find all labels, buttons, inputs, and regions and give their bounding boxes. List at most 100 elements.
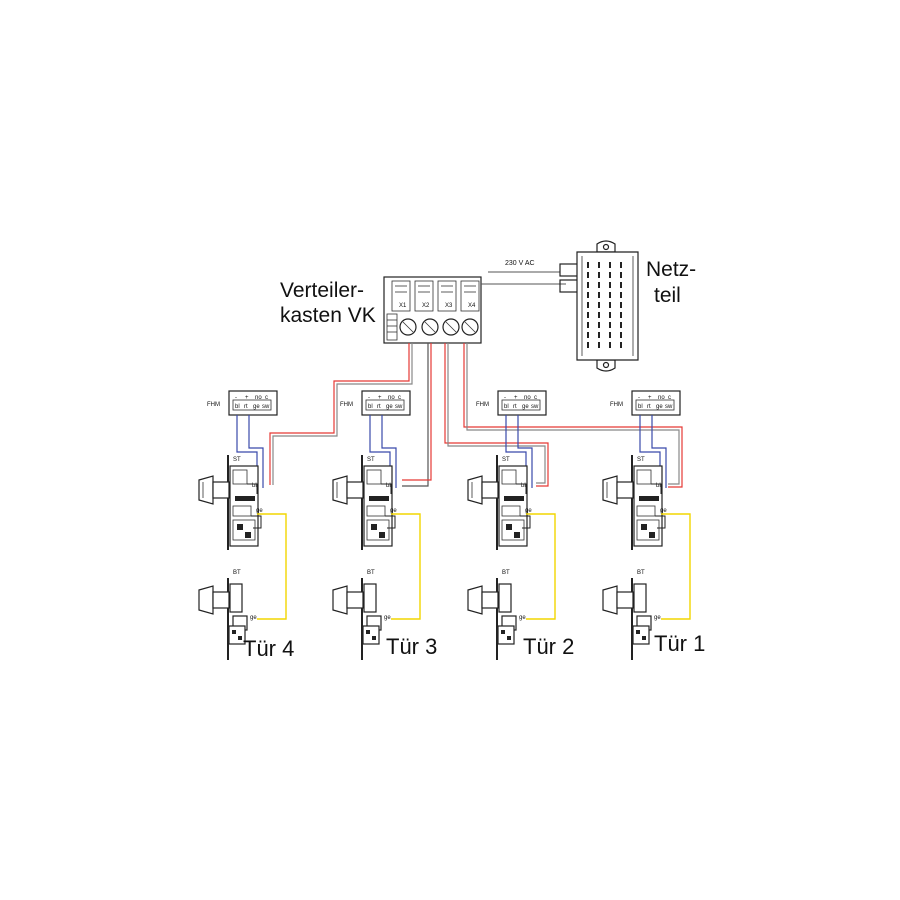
fhm-terminal-block	[501, 399, 541, 411]
fhm-terminal-bottom: rt	[513, 404, 517, 410]
fhm-terminal-top: +	[514, 395, 518, 401]
vk-slot-label: X4	[468, 303, 476, 309]
fhm-terminal-top: c	[534, 395, 537, 401]
vent-slot	[598, 272, 600, 278]
vent-slot	[609, 262, 611, 268]
door-label: Tür 2	[523, 634, 574, 659]
yellow-wire	[526, 513, 556, 620]
vent-slot	[598, 312, 600, 318]
st-wire-ge-label: ge	[390, 508, 397, 514]
knob-neck	[212, 591, 230, 609]
vent-slot	[609, 312, 611, 318]
fhm-terminal-bottom: ge	[522, 404, 529, 410]
fhm-terminal-bottom: ge	[656, 404, 663, 410]
vent-slot	[587, 272, 589, 278]
vent-slot	[609, 332, 611, 338]
bt-wire-ge-label: ge	[384, 615, 391, 621]
lock-mech	[636, 505, 656, 517]
lock-pin	[514, 532, 520, 538]
blue-wire	[369, 415, 391, 478]
black-wire	[385, 515, 396, 529]
fhm-terminal-bottom: rt	[377, 404, 381, 410]
strike-plate	[497, 625, 515, 645]
strike-pin	[366, 630, 370, 634]
lock-mech	[232, 505, 252, 517]
connector-strip	[504, 496, 524, 501]
fhm-terminal-bottom: sw	[665, 404, 673, 410]
knob-icon	[332, 585, 348, 615]
lock-mech-lower	[636, 519, 660, 541]
st-label: ST	[367, 457, 375, 463]
vent-slot	[598, 282, 600, 288]
vent-slot	[587, 342, 589, 348]
knob-neck	[481, 481, 499, 499]
fhm-terminal-top: +	[245, 395, 249, 401]
strike-pin	[636, 630, 640, 634]
distributor-label-line1: Verteiler-	[280, 279, 364, 302]
vent-slot	[587, 282, 589, 288]
strike-pin	[232, 630, 236, 634]
vent-slot	[587, 312, 589, 318]
vk-slot-label: X1	[399, 303, 407, 309]
knob-icon	[467, 585, 483, 615]
fhm-terminal-top: -	[368, 395, 370, 401]
strike-pin	[238, 636, 242, 640]
psu-label-line1: Netz-	[646, 258, 696, 281]
vent-slot	[620, 302, 622, 308]
yellow-wire	[661, 513, 691, 620]
vent-slot	[598, 302, 600, 308]
latch-body	[229, 583, 243, 613]
sensor-box	[366, 469, 382, 485]
vent-slot	[620, 272, 622, 278]
fhm-label: FHM	[476, 402, 489, 408]
black-wire	[520, 515, 531, 529]
lock-mech-lower	[366, 519, 390, 541]
blue-wire	[651, 415, 667, 488]
latch-body	[363, 583, 377, 613]
blue-wire	[248, 415, 264, 488]
strike-plate	[362, 625, 380, 645]
fhm-terminal-top: -	[638, 395, 640, 401]
fhm-terminal-top: no	[658, 395, 665, 401]
lock-pin	[379, 532, 385, 538]
knob-icon	[332, 475, 348, 505]
vent-slot	[598, 342, 600, 348]
vent-slot	[620, 282, 622, 288]
knob-icon	[198, 585, 214, 615]
fhm-terminal-top: no	[255, 395, 262, 401]
fhm-terminal-top: c	[398, 395, 401, 401]
strike-pin	[507, 636, 511, 640]
lock-pin	[506, 524, 512, 530]
vent-slot	[620, 332, 622, 338]
knob-icon	[467, 475, 483, 505]
strike-pin	[642, 636, 646, 640]
fhm-terminal-block	[232, 399, 272, 411]
fhm-terminal-top: no	[524, 395, 531, 401]
fhm-terminal-block	[365, 399, 405, 411]
lock-pin	[237, 524, 243, 530]
vent-slot	[587, 322, 589, 328]
fhm-terminal-bottom: rt	[647, 404, 651, 410]
blue-wire	[639, 415, 661, 478]
black-wire	[381, 483, 392, 494]
latch-body	[498, 583, 512, 613]
fhm-box	[228, 390, 278, 416]
vent-slot	[620, 322, 622, 328]
vent-slot	[598, 332, 600, 338]
lock-mech-lower	[501, 519, 525, 541]
blue-wire	[381, 415, 397, 488]
vent-slot	[620, 262, 622, 268]
bt-wire-ge-label: ge	[654, 615, 661, 621]
vk-slot-label: X2	[422, 303, 430, 309]
fhm-terminal-top: +	[648, 395, 652, 401]
knob-neck	[616, 591, 634, 609]
fhm-label: FHM	[207, 402, 220, 408]
bt-wire-ge-label: ge	[519, 615, 526, 621]
fhm-terminal-top: +	[378, 395, 382, 401]
